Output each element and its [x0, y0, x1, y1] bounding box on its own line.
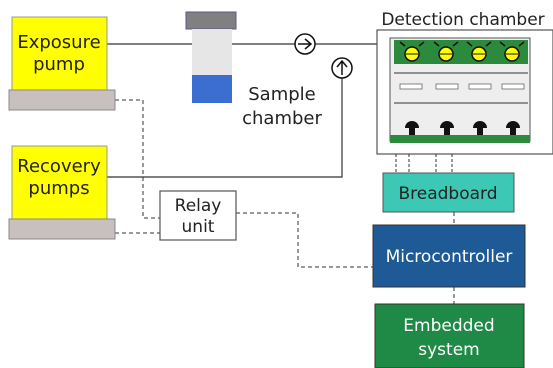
sample-chamber-label-2: chamber: [242, 108, 322, 129]
fan-icon: [440, 121, 454, 135]
relay-unit-box: [159, 190, 237, 241]
microcontroller: Microcontroller: [372, 224, 526, 288]
recovery-pumps-label-1: Recovery: [17, 156, 101, 177]
tube-recovery-to-main: [107, 60, 343, 178]
fan-icon: [506, 121, 520, 135]
relay-unit-label-1: Relay: [175, 196, 222, 216]
microcontroller-label: Microcontroller: [386, 247, 513, 267]
gas-sensor-icon: [499, 41, 525, 62]
recovery-pumps: Recovery pumps: [8, 145, 116, 240]
detection-chamber-label: Detection chamber: [381, 10, 544, 30]
sample-slot: [501, 83, 525, 90]
recovery-pumps-body: [11, 145, 108, 220]
recovery-pumps-base: [8, 218, 116, 240]
flow-valve-up-icon: [331, 57, 353, 79]
sample-slot: [399, 83, 423, 90]
sample-slot: [435, 83, 459, 90]
wiring: [115, 99, 455, 304]
sample-vial: [185, 11, 237, 103]
embedded-system-label-1: Embedded: [403, 316, 494, 336]
embedded-system: Embedded system: [374, 303, 525, 368]
connector-strip: [390, 135, 530, 143]
fan-icon: [405, 121, 419, 135]
breadboard-box: [382, 172, 515, 213]
fan-icon: [473, 121, 487, 135]
exposure-pump-label-2: pump: [33, 54, 85, 75]
gas-sensor-icon: [466, 41, 492, 62]
sensor-wires: [395, 154, 453, 173]
embedded-system-box: [374, 303, 525, 368]
vial-liquid: [192, 75, 232, 103]
gas-sensor-icon: [433, 41, 459, 62]
vial-body: [192, 29, 232, 75]
flow-valve-right-icon: [294, 33, 316, 55]
breadboard: Breadboard: [382, 172, 515, 213]
exposure-pump: Exposure pump: [8, 16, 116, 111]
sample-slot: [468, 83, 492, 90]
exposure-pump-label-1: Exposure: [17, 32, 100, 53]
relay-unit-label-2: unit: [182, 217, 215, 237]
microcontroller-box: [372, 224, 526, 288]
wire-relay-micro: [236, 212, 373, 268]
exposure-pump-base: [8, 89, 116, 111]
wire-exposure-relay: [115, 99, 160, 219]
vial-cap: [185, 11, 237, 30]
embedded-system-label-2: system: [418, 340, 479, 360]
relay-unit: Relay unit: [159, 190, 237, 241]
recovery-pumps-label-2: pumps: [28, 178, 89, 199]
detection-chamber: [376, 29, 553, 155]
gas-sensor-icon: [399, 41, 425, 62]
breadboard-label: Breadboard: [398, 184, 497, 204]
sample-chamber-label-1: Sample: [248, 84, 316, 105]
